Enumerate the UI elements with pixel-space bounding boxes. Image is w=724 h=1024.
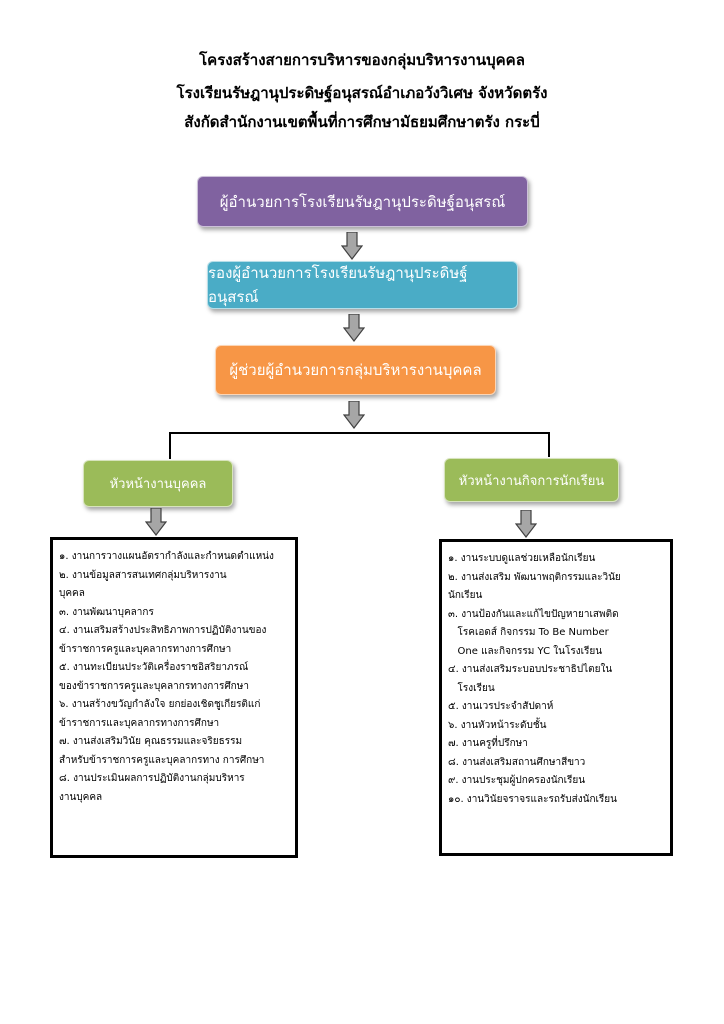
assistant-director-box: ผู้ช่วยผู้อำนวยการกลุ่มบริหารงานบุคคล <box>215 345 496 395</box>
arrow-down-icon <box>343 401 365 429</box>
student-affairs-task-item: ๑. งานระบบดูแลช่วยเหลือนักเรียน <box>448 553 596 564</box>
arrow-down-icon <box>343 314 365 342</box>
personnel-task-item: ๖. งานสร้างขวัญกำลังใจ ยกย่องเชิดชูเกียร… <box>59 699 261 729</box>
director-label: ผู้อำนวยการโรงเรียนรัษฎานุประดิษฐ์อนุสรณ… <box>219 192 506 211</box>
student-affairs-task-item: ๓. งานป้องกันและแก้ไขปัญหายาเสพติด โรคเอ… <box>448 608 619 657</box>
branch-line <box>169 432 550 434</box>
arrow-down-icon <box>341 232 363 260</box>
personnel-task-item: ๓. งานพัฒนาบุคลากร <box>59 606 154 618</box>
director-box: ผู้อำนวยการโรงเรียนรัษฎานุประดิษฐ์อนุสรณ… <box>197 176 528 227</box>
chart-title: โครงสร้างสายการบริหารของกลุ่มบริหารงานบุ… <box>199 51 525 69</box>
personnel-head-label: หัวหน้างานบุคคล <box>109 477 207 492</box>
personnel-tasks-panel: ๑. งานการวางแผนอัตรากำลังและกำหนดตำแหน่ง… <box>50 537 298 858</box>
personnel-task-item: ๔. งานเสริมสร้างประสิทธิภาพการปฏิบัติงาน… <box>59 625 267 655</box>
student-affairs-head-box: หัวหน้างานกิจการนักเรียน <box>444 458 619 502</box>
student-affairs-tasks-panel: ๑. งานระบบดูแลช่วยเหลือนักเรียน๒. งานส่ง… <box>439 539 673 856</box>
affiliation: สังกัดสำนักงานเขตพื้นที่การศึกษามัธยมศึก… <box>184 113 540 131</box>
personnel-task-item: ๗. งานส่งเสริมวินัย คุณธรรมและจริยธรรม ส… <box>59 736 265 766</box>
deputy-director-box: รองผู้อำนวยการโรงเรียนรัษฎานุประดิษฐ์อนุ… <box>207 261 518 309</box>
student-affairs-task-item: ๒. งานส่งเสริม พัฒนาพฤติกรรมและวินัย นัก… <box>448 571 621 602</box>
deputy-director-label: รองผู้อำนวยการโรงเรียนรัษฎานุประดิษฐ์อนุ… <box>208 264 468 306</box>
student-affairs-task-item: ๗. งานครูที่ปรึกษา <box>448 738 528 749</box>
student-affairs-task-item: ๙. งานประชุมผู้ปกครองนักเรียน <box>448 775 586 786</box>
personnel-head-box: หัวหน้างานบุคคล <box>83 460 233 507</box>
personnel-task-item: ๕. งานทะเบียนประวัติเครื่องราชอิสริยาภรณ… <box>59 662 249 692</box>
arrow-down-icon <box>515 510 537 538</box>
student-affairs-task-item: ๑๐. งานวินัยจราจรและรถรับส่งนักเรียน <box>448 793 617 805</box>
student-affairs-task-item: ๔. งานส่งเสริมระบอบประชาธิปไตยใน โรงเรีย… <box>448 664 613 694</box>
student-affairs-task-item: ๖. งานหัวหน้าระดับชั้น <box>448 719 547 731</box>
student-affairs-head-label: หัวหน้างานกิจการนักเรียน <box>458 473 605 489</box>
assistant-director-label: ผู้ช่วยผู้อำนวยการกลุ่มบริหารงานบุคคล <box>229 361 482 379</box>
school-name: โรงเรียนรัษฎานุประดิษฐ์อนุสรณ์อำเภอวังวิ… <box>176 84 548 102</box>
personnel-task-item: ๒. งานข้อมูลสารสนเทศกลุ่มบริหารงาน บุคคล <box>59 569 227 600</box>
student-affairs-task-item: ๘. งานส่งเสริมสถานศึกษาสีขาว <box>448 756 586 768</box>
student-affairs-task-item: ๕. งานเวรประจำสัปดาห์ <box>448 701 554 712</box>
arrow-down-icon <box>145 508 167 536</box>
branch-line-left <box>169 432 171 459</box>
personnel-task-item: ๑. งานการวางแผนอัตรากำลังและกำหนดตำแหน่ง <box>59 551 274 562</box>
personnel-task-item: ๘. งานประเมินผลการปฏิบัติงานกลุ่มบริหาร … <box>59 773 245 803</box>
branch-line-right <box>548 432 550 457</box>
